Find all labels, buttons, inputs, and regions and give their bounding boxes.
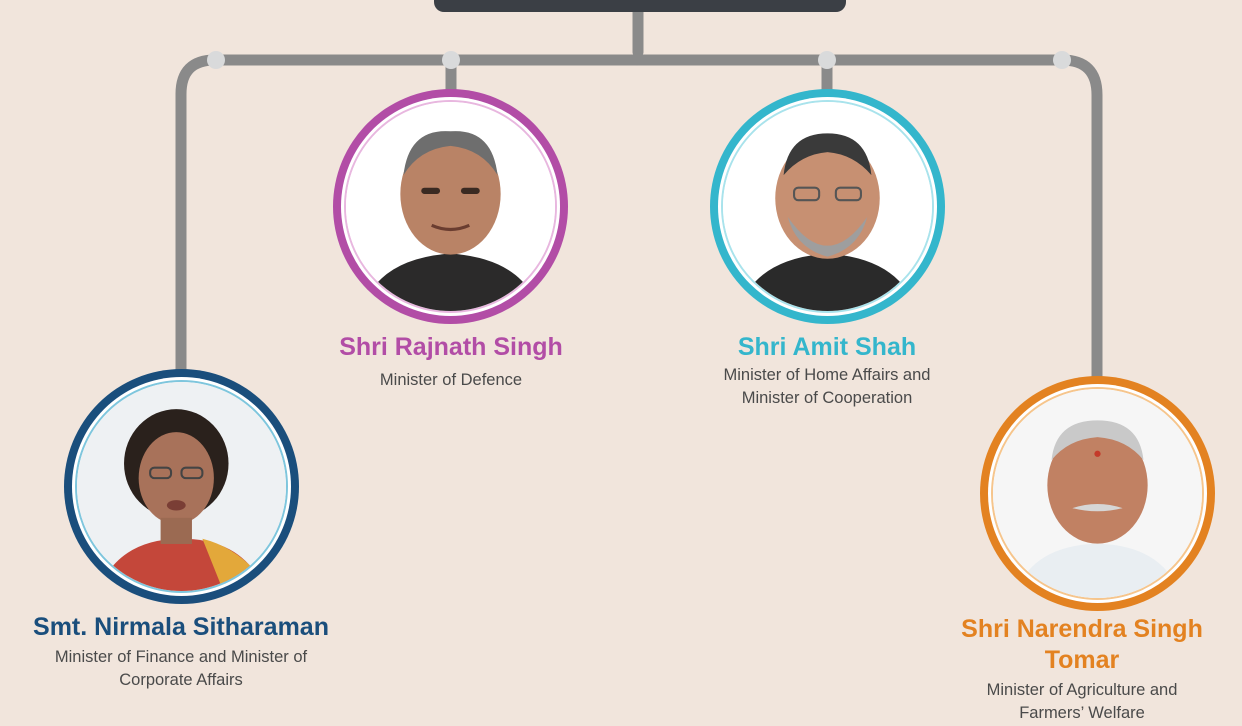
- rajnath-name: Shri Rajnath Singh: [339, 333, 563, 361]
- amit-role-line1: Minister of Home Affairs and: [723, 366, 931, 384]
- junction-dot: [442, 51, 460, 69]
- nirmala-role-line1: Minister of Finance and Minister of: [54, 648, 308, 666]
- nirmala-portrait: [64, 369, 299, 604]
- narendra-name-line2: Tomar: [1044, 646, 1120, 674]
- narendra-portrait: [980, 376, 1215, 611]
- nirmala-role-line2: Corporate Affairs: [119, 671, 243, 689]
- junction-dot: [207, 51, 225, 69]
- portrait-photo-icon: [77, 382, 286, 591]
- rajnath-role-line1: Minister of Defence: [379, 371, 523, 389]
- header-box: [434, 0, 846, 12]
- amit-role-line2: Minister of Cooperation: [741, 389, 913, 407]
- amit-portrait: [710, 89, 945, 324]
- amit-name: Shri Amit Shah: [737, 333, 917, 361]
- narendra-role-line2: Farmers’ Welfare: [1019, 704, 1145, 722]
- narendra-name-line1: Shri Narendra Singh: [961, 615, 1203, 643]
- junction-dot: [818, 51, 836, 69]
- rajnath-portrait: [333, 89, 568, 324]
- portrait-photo-icon: [346, 102, 555, 311]
- narendra-role-line1: Minister of Agriculture and: [986, 681, 1178, 699]
- portrait-photo-icon: [723, 102, 932, 311]
- junction-dot: [1053, 51, 1071, 69]
- portrait-photo-icon: [993, 389, 1202, 598]
- nirmala-name: Smt. Nirmala Sitharaman: [33, 613, 329, 641]
